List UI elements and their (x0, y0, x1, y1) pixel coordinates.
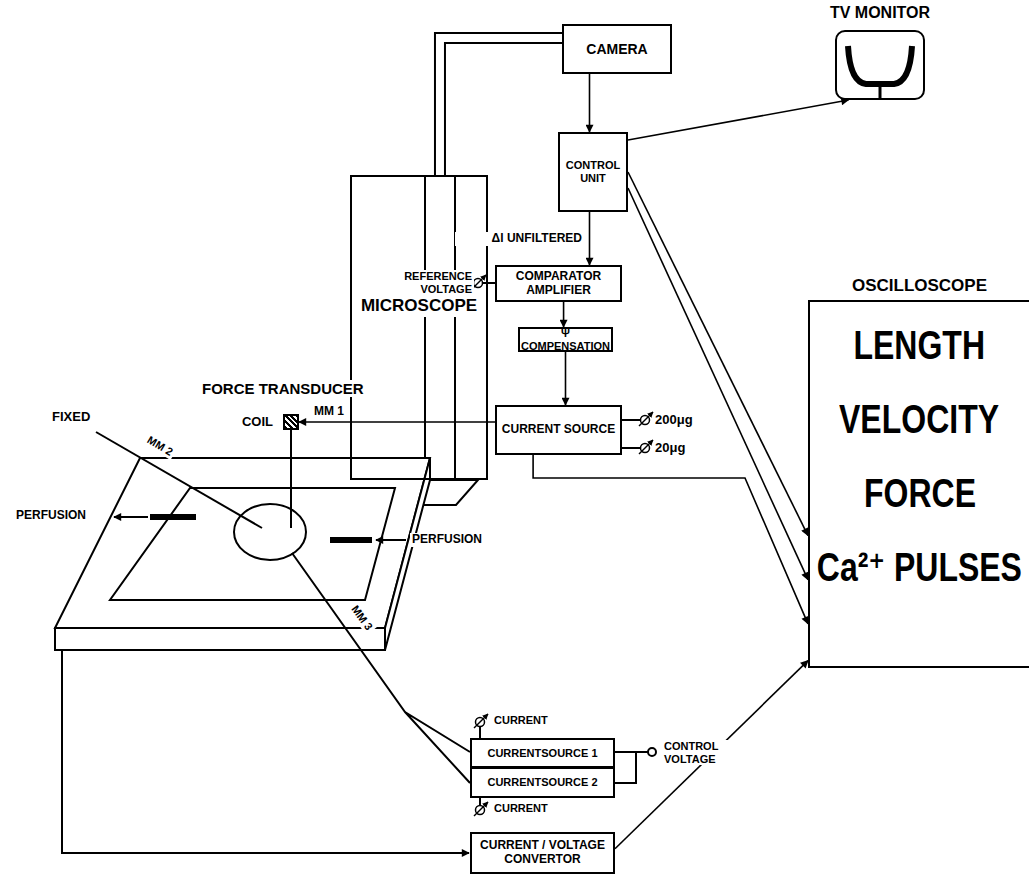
dial-wire (622, 420, 640, 448)
signal-line (589, 212, 591, 265)
adjust-dial (639, 412, 653, 426)
flow-label: PERFUSION (14, 509, 88, 523)
adjust-dial (472, 275, 486, 289)
range-label: 200μg (653, 413, 695, 428)
transducer-rod (290, 430, 292, 528)
connector-group (563, 302, 564, 327)
compensation-box: Ψ COMPENSATION (518, 327, 613, 352)
screen-image (879, 86, 882, 98)
adjust-dial (474, 714, 488, 728)
dial-wire (483, 282, 495, 284)
fixed-wire (96, 432, 262, 528)
control-unit-box: CONTROL UNIT (558, 132, 628, 212)
microscope-tube (424, 177, 426, 478)
box-label: CURRENTSOURCE 2 (487, 776, 597, 789)
chamber-top (55, 458, 430, 628)
heading: COIL (242, 415, 273, 430)
signal-label: Δl UNFILTERED (455, 232, 584, 246)
part-label: FORCE TRANSDUCER (200, 380, 366, 397)
stimulus-wire (292, 553, 470, 783)
signal-line (565, 352, 567, 405)
dial-arrow (474, 714, 488, 728)
chamber-front (55, 628, 385, 650)
connector-group (533, 455, 808, 624)
dial-label: CURRENT (492, 802, 550, 815)
part-label: FIXED (50, 410, 92, 425)
signal-line (533, 455, 808, 624)
converter-box: CURRENT / VOLTAGE CONVERTOR (470, 832, 615, 874)
channel-label: VELOCITY (839, 382, 999, 456)
connector-group (565, 352, 566, 405)
perfusion-arrow (114, 516, 148, 518)
terminal (648, 748, 656, 756)
camera-box: CAMERA (562, 24, 672, 74)
specimen-well (234, 504, 306, 560)
dial-arrow (472, 275, 486, 289)
microscope-tube (454, 177, 456, 478)
screen-image (848, 46, 912, 84)
bath-trough (110, 488, 395, 600)
chamber-side (385, 458, 430, 650)
connector-group (628, 188, 808, 580)
wire-label: MM 2 (143, 432, 177, 459)
current-source-box: CURRENT SOURCE (495, 405, 622, 455)
box-label: MICROSCOPE (359, 295, 479, 317)
connector-group (440, 38, 562, 175)
heading: OSCILLOSCOPE (810, 276, 1029, 296)
signal-line (628, 188, 808, 580)
channel-label: Ca²⁺ PULSES (817, 530, 1022, 604)
control-wire (615, 752, 648, 783)
amplifier-box: COMPARATOR AMPLIFIER (495, 265, 622, 302)
current-source-box: CURRENTSOURCE 2 (470, 767, 615, 798)
signal-line (628, 172, 808, 536)
connector-group (589, 212, 590, 265)
heading: TV MONITOR (830, 4, 930, 22)
input-label: CONTROL VOLTAGE (662, 740, 748, 765)
signal-line (589, 74, 591, 132)
perfusion-tube (150, 514, 196, 520)
box-label: COMPARATOR AMPLIFIER (500, 270, 617, 298)
signal-line (615, 661, 808, 849)
box-label: Ψ COMPENSATION (521, 327, 610, 352)
signal-line (563, 302, 565, 327)
connector-group (615, 661, 808, 849)
dial-arrow (639, 412, 653, 426)
connector-group (628, 172, 808, 536)
flow-label: PERFUSION (410, 533, 484, 547)
signal-line (299, 421, 495, 423)
box-label: CAMERA (586, 41, 647, 57)
box-label: CURRENT / VOLTAGE CONVERTOR (475, 839, 610, 867)
current-source-box: CURRENTSOURCE 1 (470, 738, 615, 768)
signal-label: MM 1 (312, 405, 346, 419)
box-label: CURRENT SOURCE (502, 423, 615, 437)
dial-label: CURRENT (492, 714, 550, 727)
tv-monitor: TV MONITOR (835, 30, 925, 100)
coil-block: COIL (283, 414, 299, 430)
oscilloscope-box: OSCILLOSCOPELENGTHVELOCITYFORCECa²⁺ PULS… (808, 300, 1029, 668)
wire-label: MM 3 (348, 602, 377, 635)
adjust-dial (474, 802, 488, 816)
optical-tube (440, 38, 562, 175)
channel-label: FORCE (864, 456, 976, 530)
box-label: CURRENTSOURCE 1 (487, 747, 597, 760)
connector-group (628, 100, 849, 140)
dial-arrow (474, 802, 488, 816)
microscope-body: MICROSCOPE (350, 175, 488, 480)
channel-label: LENGTH (854, 308, 986, 382)
tube-bore (440, 38, 562, 175)
dial-arrow (639, 440, 653, 454)
adjust-dial (639, 440, 653, 454)
signal-line (628, 100, 849, 140)
range-label: 20μg (653, 441, 687, 456)
input-label: REFERENCE VOLTAGE (398, 270, 474, 295)
connector-group (299, 422, 495, 423)
connector-group (589, 74, 590, 132)
box-label: CONTROL UNIT (563, 159, 623, 184)
recording-wire (62, 650, 469, 853)
perfusion-tube (330, 537, 372, 543)
perfusion-arrow (376, 539, 406, 541)
